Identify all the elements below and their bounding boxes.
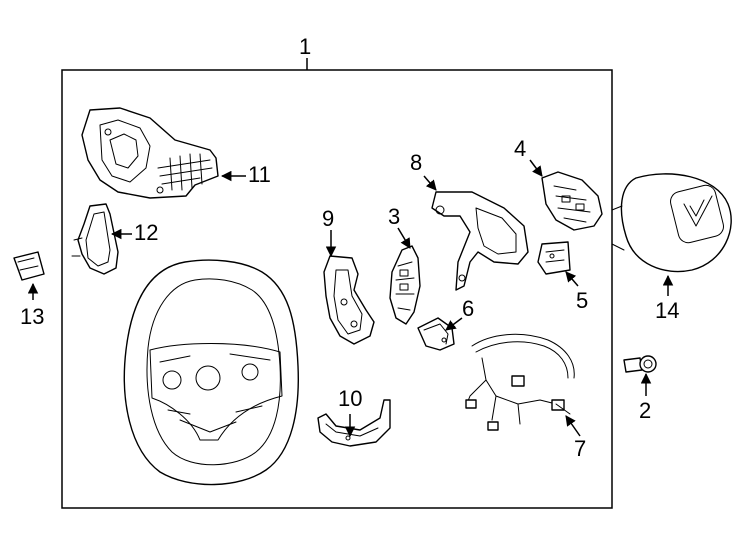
callout-8: 8	[410, 150, 422, 175]
part-4-right-switch[interactable]	[541, 171, 603, 231]
part-12-paddle-shifter[interactable]	[71, 203, 119, 275]
leader-line-6	[445, 317, 463, 331]
part-2-bolt[interactable]	[623, 355, 657, 373]
part-1-steering-wheel[interactable]	[123, 259, 299, 486]
callout-14: 14	[655, 298, 679, 323]
leader-line-3	[397, 227, 411, 249]
part-6-bracket[interactable]	[417, 317, 455, 351]
part-3-left-switch[interactable]	[389, 245, 421, 325]
callout-1: 1	[299, 34, 311, 59]
callout-2: 2	[639, 398, 651, 423]
callout-3: 3	[388, 204, 400, 229]
callout-11: 11	[248, 162, 271, 187]
callout-12: 12	[134, 220, 158, 245]
part-14-airbag-module[interactable]	[611, 173, 732, 273]
part-9-switch-bracket[interactable]	[323, 255, 375, 345]
callout-9: 9	[322, 206, 334, 231]
callout-13: 13	[20, 304, 44, 329]
part-8-trim-bezel[interactable]	[431, 191, 529, 291]
callout-10: 10	[338, 386, 362, 411]
leader-line-5	[565, 271, 579, 287]
leader-line-4	[529, 159, 543, 177]
part-13-clip[interactable]	[13, 251, 45, 281]
leader-line-8	[423, 175, 437, 191]
callout-6: 6	[462, 296, 474, 321]
callout-5: 5	[576, 288, 588, 313]
v-logo-icon	[683, 195, 713, 227]
leader-line-7	[565, 415, 581, 437]
callout-7: 7	[574, 436, 586, 461]
callout-4: 4	[514, 136, 526, 161]
part-11-column-cover[interactable]	[81, 107, 219, 199]
assembly-frame	[61, 69, 613, 509]
part-7-wiring-harness[interactable]	[465, 333, 575, 431]
part-5-switch-module[interactable]	[537, 241, 571, 275]
